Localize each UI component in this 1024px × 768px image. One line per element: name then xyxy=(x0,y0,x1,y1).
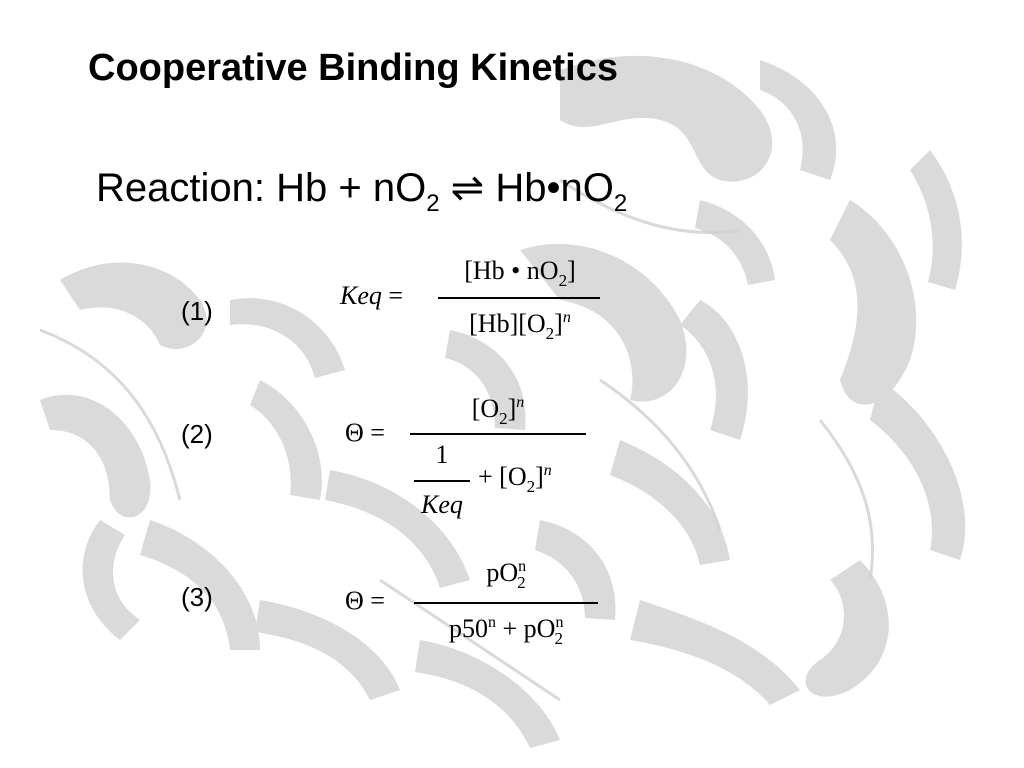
equation-2-inner-numerator: 1 xyxy=(435,440,449,469)
equation-2-lhs: Θ = xyxy=(345,418,385,448)
theta-symbol: Θ xyxy=(345,418,364,447)
equation-1-fraction-bar xyxy=(438,297,600,299)
equation-1-denominator: [Hb][O2]n xyxy=(469,309,571,343)
equals-sign: = xyxy=(388,281,404,310)
equation-1-lhs: Keq = xyxy=(340,281,403,311)
equation-3-number: (3) xyxy=(181,582,213,612)
reaction-rhs: Hb•nO xyxy=(495,166,614,210)
equation-1-numerator: [Hb • nO2] xyxy=(464,256,576,290)
reaction-rhs-subscript: 2 xyxy=(613,190,628,217)
equals-sign: = xyxy=(370,418,385,447)
equation-2-number: (2) xyxy=(181,419,213,449)
equation-3-denominator: p50n + pOn2 xyxy=(449,614,564,648)
theta-symbol: Θ xyxy=(345,586,364,615)
keq-symbol: Keq xyxy=(340,281,382,310)
reaction-equation: Reaction: Hb + nO2 ⇌ Hb•nO2 xyxy=(96,164,627,219)
equation-3-numerator: pOn2 xyxy=(486,558,527,592)
equals-sign: = xyxy=(370,586,385,615)
reaction-lhs-subscript: 2 xyxy=(426,190,440,217)
equation-2-plus-term: + [O2]n xyxy=(478,462,552,496)
equation-1-number: (1) xyxy=(181,296,213,326)
equation-2-fraction-bar xyxy=(410,433,586,435)
reaction-lhs: Hb + nO xyxy=(276,166,427,210)
equation-3-fraction-bar xyxy=(414,602,598,604)
equation-2-numerator: [O2]n xyxy=(471,394,525,428)
equation-2-inner-denominator: Keq xyxy=(421,490,463,519)
equation-3-lhs: Θ = xyxy=(345,586,385,616)
reaction-label: Reaction: xyxy=(96,166,265,210)
slide-title: Cooperative Binding Kinetics xyxy=(88,47,618,89)
equation-2-inner-fraction-bar xyxy=(414,480,470,482)
equilibrium-arrow: ⇌ xyxy=(450,166,485,210)
